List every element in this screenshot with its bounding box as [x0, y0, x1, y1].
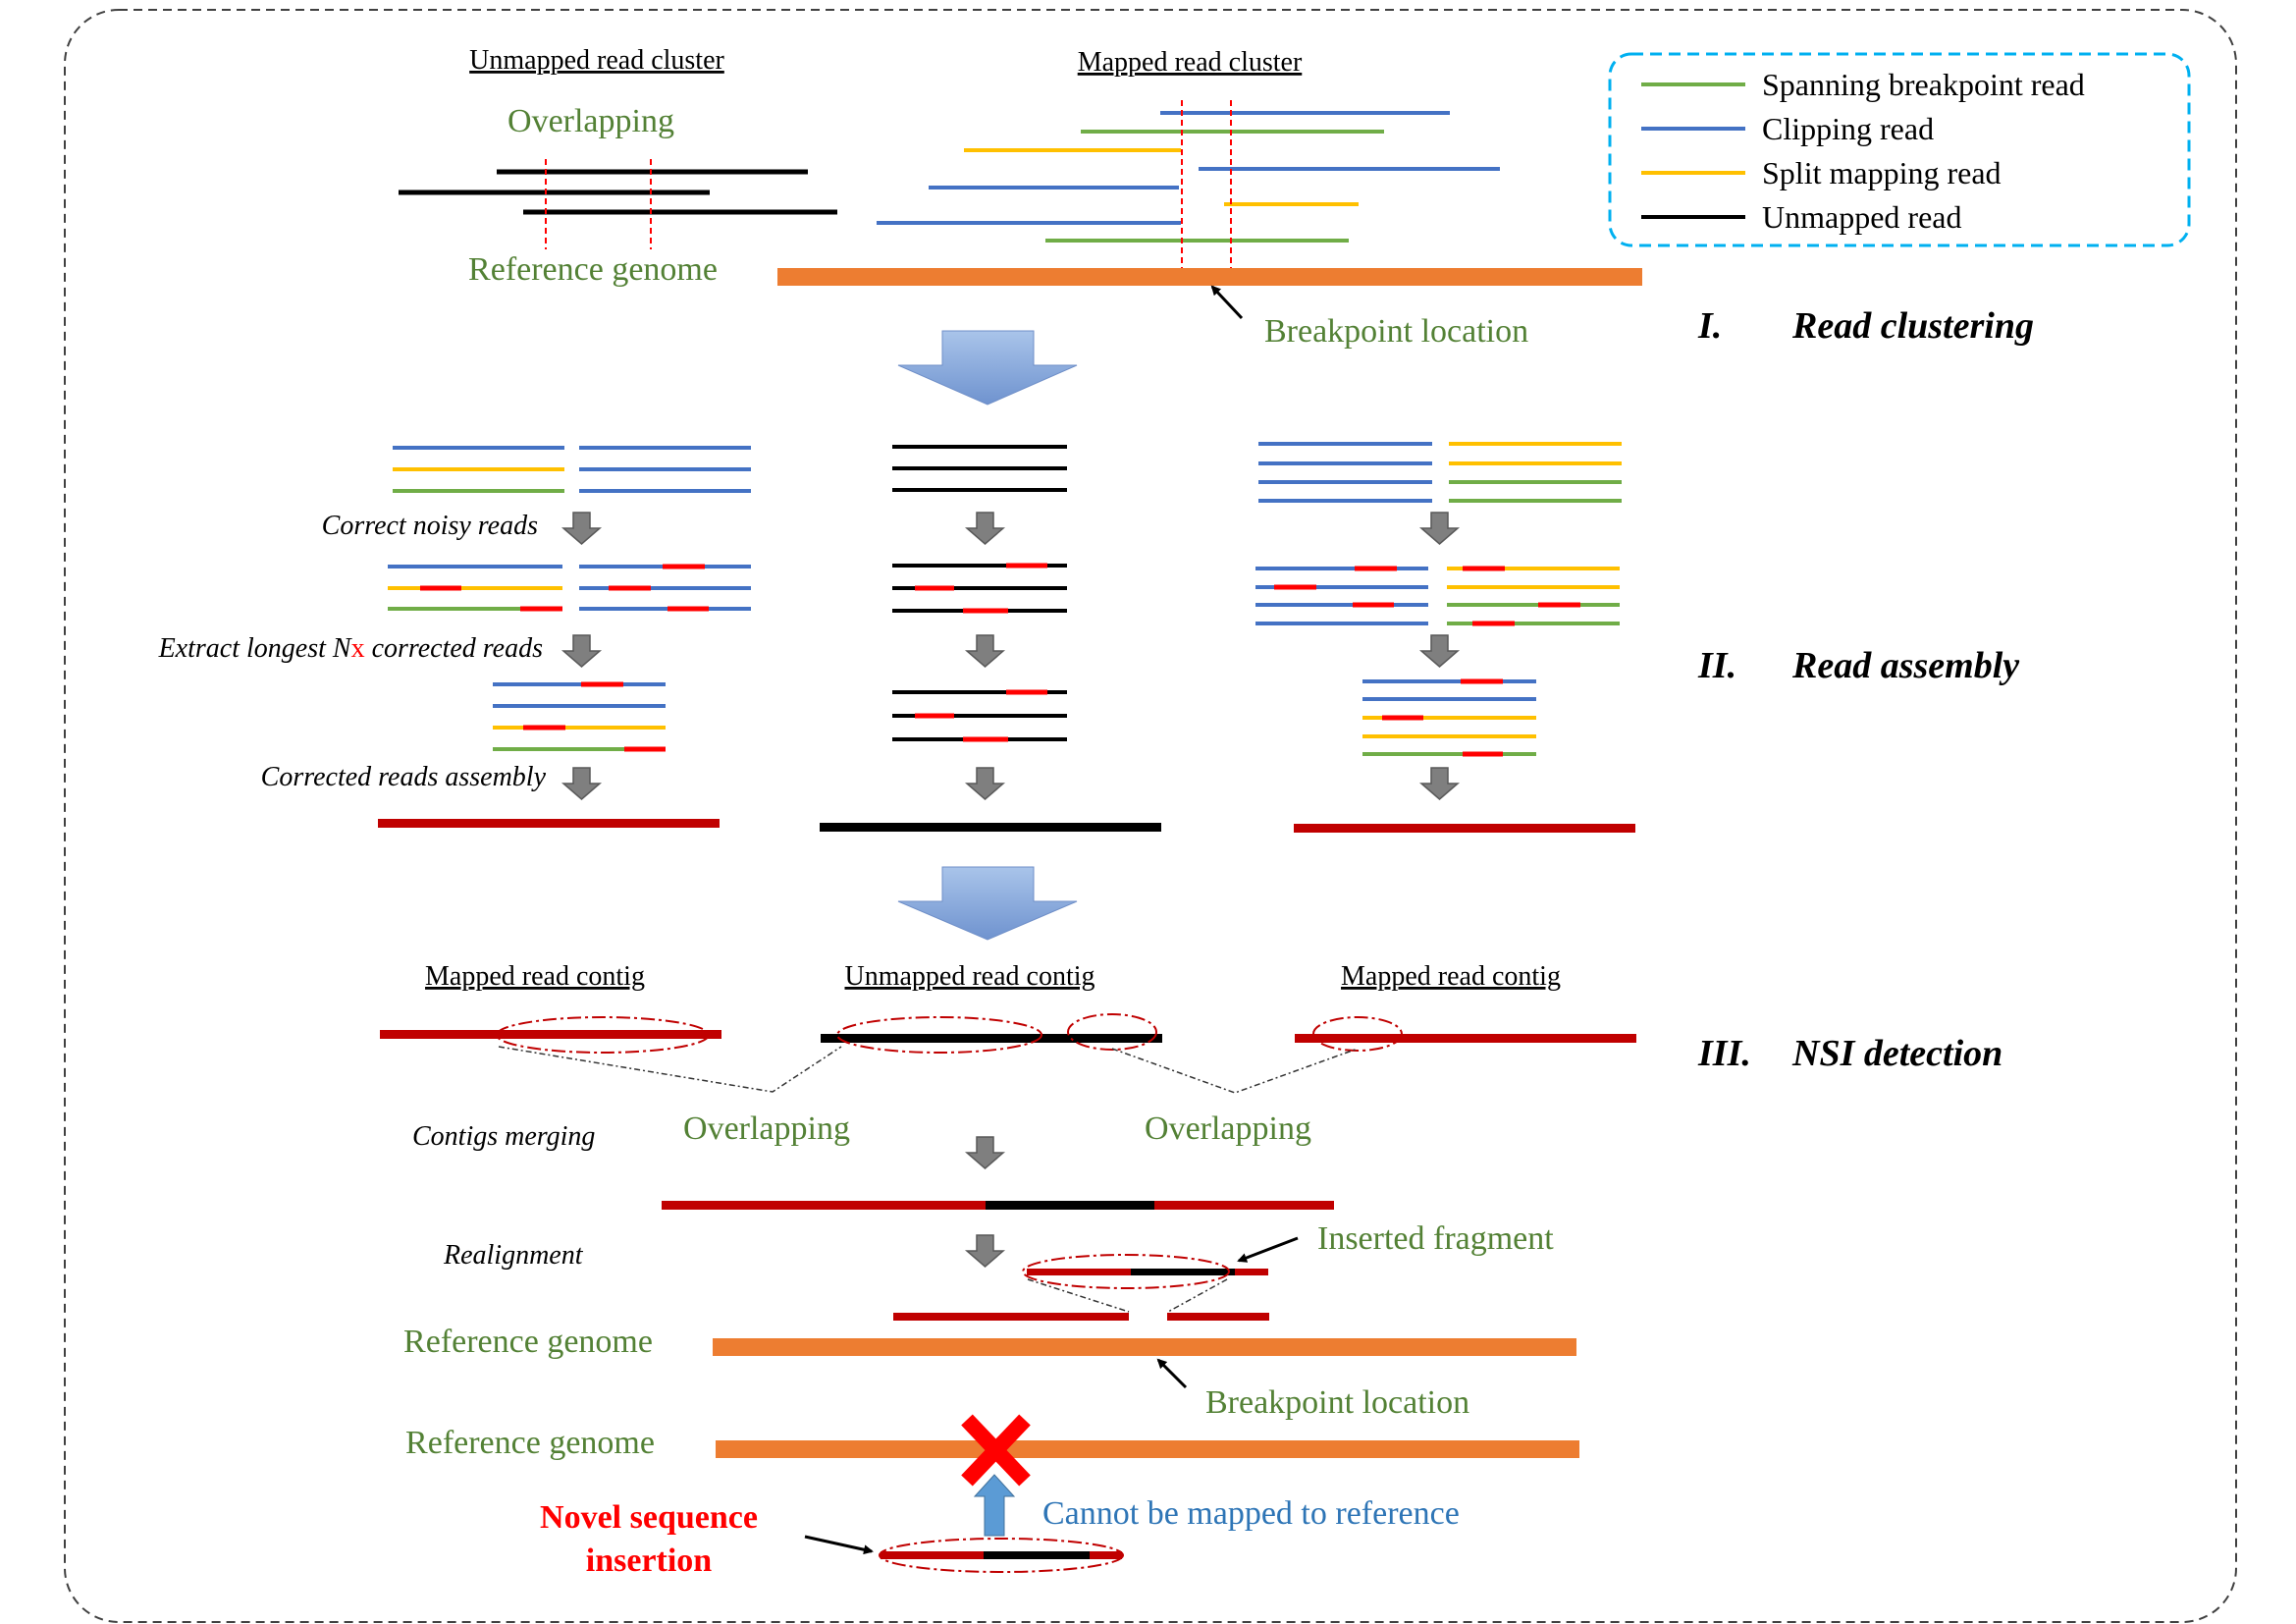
big-down-arrow: [897, 330, 1078, 406]
unmapped-contig-title: Unmapped read contig: [844, 961, 1095, 992]
step-arrow: [561, 634, 603, 668]
legend-box: [1608, 52, 2191, 247]
step-arrow: [964, 512, 1006, 545]
mapped-contig-left-title: Mapped read contig: [425, 961, 645, 992]
stage-read-assembly: Correct noisy reads Extract longest Nx c…: [158, 442, 2019, 1268]
cannot-map-label: Cannot be mapped to reference: [1042, 1495, 1460, 1532]
correct-noisy-label: Correct noisy reads: [322, 511, 538, 541]
nsi-label-line1: Novel sequence: [540, 1499, 758, 1536]
breakpoint-pointer: [1210, 285, 1244, 320]
overlap-connector: [498, 1046, 842, 1093]
step-arrow: [561, 767, 603, 800]
aligned-segment-left: [893, 1313, 1129, 1321]
stage2-name: Read assembly: [1791, 645, 2019, 686]
corrected-assembly-label: Corrected reads assembly: [261, 762, 547, 792]
overlap-ellipse: [496, 1016, 710, 1054]
legend-label-unmapped: Unmapped read: [1762, 199, 1961, 235]
step-arrow: [1418, 512, 1461, 545]
reference-genome-label-top: Reference genome: [468, 251, 718, 288]
unmapped-contig: [821, 1034, 1162, 1043]
legend-label-spanning: Spanning breakpoint read: [1762, 67, 2085, 102]
reference-genome-bar-bottom: [716, 1440, 1579, 1458]
mapped-contig-right-title: Mapped read contig: [1341, 961, 1561, 992]
step-arrow: [964, 1136, 1006, 1169]
legend: Spanning breakpoint read Clipping read S…: [1608, 52, 2191, 247]
outer-frame: [64, 9, 2237, 1623]
assembled-contig-left: [378, 819, 720, 828]
nsi-contig-right: [1090, 1551, 1122, 1559]
legend-label-clipping: Clipping read: [1762, 111, 1934, 146]
cross-mark-icon: [961, 1414, 1031, 1487]
mapped-contig-left: [380, 1030, 721, 1039]
merged-contig-insert: [986, 1201, 1154, 1210]
align-connector: [1027, 1278, 1130, 1313]
mapped-contig-right: [1295, 1034, 1636, 1043]
overlap-connector: [1111, 1048, 1359, 1094]
stage2-roman: II.: [1697, 645, 1736, 686]
inserted-fragment-bar: [1131, 1269, 1235, 1275]
merged-contig-right-part: [1154, 1201, 1334, 1210]
nsi-label-line2: insertion: [586, 1543, 713, 1579]
unmapped-cluster-title: Unmapped read cluster: [469, 45, 724, 76]
realigned-contig-left: [1027, 1269, 1131, 1275]
step-arrow: [964, 1234, 1006, 1268]
reference-genome-label-mid: Reference genome: [403, 1324, 653, 1360]
reference-genome-label-bottom: Reference genome: [405, 1425, 655, 1461]
aligned-segment-right: [1167, 1313, 1269, 1321]
overlapping-label-left: Overlapping: [683, 1110, 850, 1147]
nsi-contig-insert: [984, 1551, 1090, 1559]
realignment-label: Realignment: [443, 1240, 584, 1271]
overlap-ellipse: [1312, 1016, 1403, 1052]
reference-genome-bar-top: [777, 268, 1642, 286]
stage3-name: NSI detection: [1791, 1033, 2002, 1074]
step-arrow: [964, 634, 1006, 668]
overlapping-label-right: Overlapping: [1145, 1110, 1311, 1147]
reference-genome-bar-mid: [713, 1338, 1576, 1356]
realigned-contig-right: [1235, 1269, 1268, 1275]
breakpoint-label-top: Breakpoint location: [1264, 313, 1528, 350]
inserted-fragment-pointer: [1237, 1236, 1299, 1263]
legend-label-split: Split mapping read: [1762, 155, 2002, 190]
step-arrow: [1418, 634, 1461, 668]
big-down-arrow: [897, 866, 1078, 941]
mapped-cluster-title: Mapped read cluster: [1078, 47, 1303, 78]
up-arrow-icon: [973, 1474, 1016, 1537]
stage-nsi-detection: Mapped read contig Unmapped read contig …: [380, 961, 2002, 1579]
stage1-roman: I.: [1697, 305, 1722, 347]
overlap-ellipse: [836, 1016, 1042, 1054]
nsi-pointer: [804, 1535, 874, 1555]
step-arrow: [561, 512, 603, 545]
breakpoint-label-bottom: Breakpoint location: [1205, 1384, 1469, 1421]
contigs-merging-label: Contigs merging: [412, 1121, 595, 1152]
assembled-contig-right: [1294, 824, 1635, 833]
inserted-fragment-label: Inserted fragment: [1317, 1220, 1554, 1257]
step-arrow: [964, 767, 1006, 800]
step-arrows: [561, 512, 1461, 1268]
merged-contig-left-part: [662, 1201, 986, 1210]
inserted-fragment-ellipse: [1022, 1254, 1230, 1289]
breakpoint-pointer: [1156, 1358, 1188, 1389]
nsi-ellipse: [879, 1538, 1124, 1573]
nsi-contig-left: [881, 1551, 984, 1559]
assembled-contig-middle: [820, 823, 1161, 832]
step-arrow: [1418, 767, 1461, 800]
stage1-name: Read clustering: [1791, 305, 2034, 347]
overlapping-label-top: Overlapping: [507, 103, 674, 139]
align-connector: [1167, 1278, 1228, 1313]
overlap-ellipse: [1067, 1013, 1157, 1051]
stage-read-clustering: Unmapped read cluster Mapped read cluste…: [399, 45, 2034, 350]
stage3-roman: III.: [1697, 1033, 1751, 1074]
extract-longest-label: Extract longest Nx corrected reads: [158, 633, 544, 664]
